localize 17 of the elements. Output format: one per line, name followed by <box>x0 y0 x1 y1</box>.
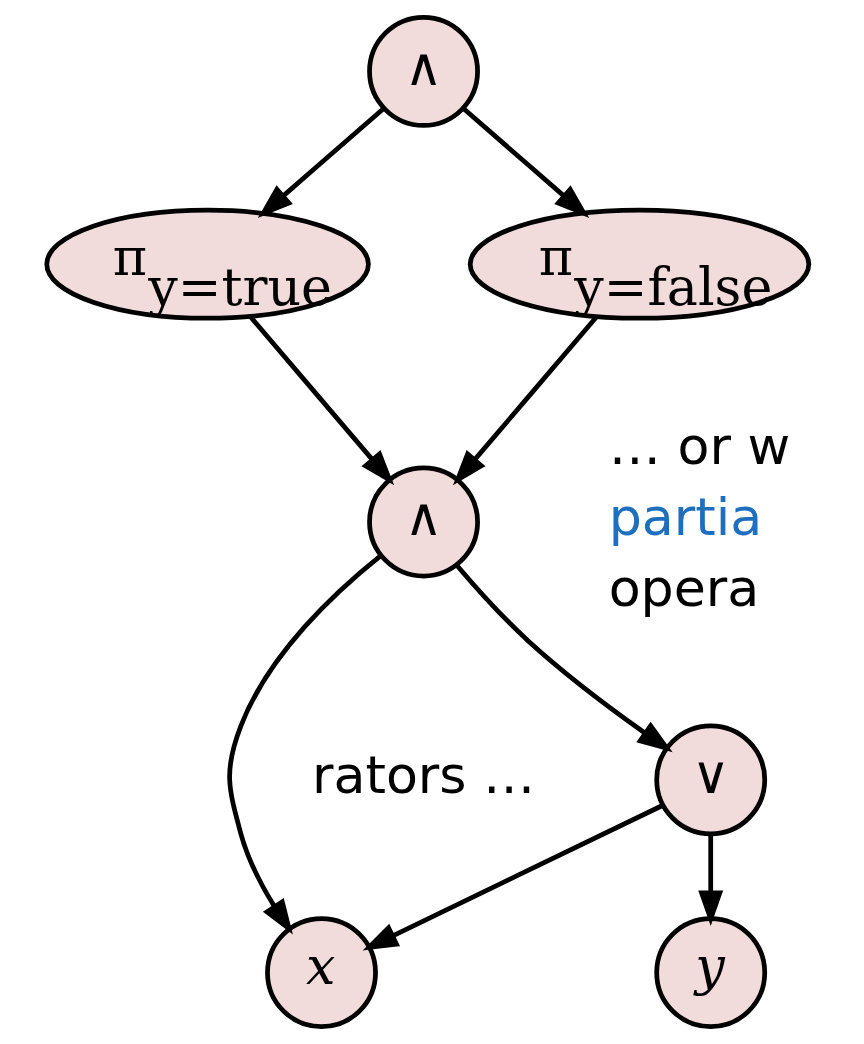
node-circle: y <box>654 916 768 1029</box>
arrow <box>452 315 599 486</box>
node-circle: ∧ <box>367 15 480 128</box>
label: rators … <box>312 745 536 806</box>
node-circle: x <box>265 916 378 1029</box>
arrow <box>362 803 665 951</box>
arrow <box>227 553 383 935</box>
arrow <box>454 563 673 753</box>
label: opera <box>608 558 760 619</box>
arrow <box>698 833 724 927</box>
node-circle: ∨ <box>654 723 768 837</box>
arrow <box>257 106 386 219</box>
arrow <box>461 106 590 219</box>
arrow <box>248 315 395 486</box>
label: … or w <box>608 416 791 477</box>
node-circle: ∧ <box>367 465 480 579</box>
label: partia <box>608 487 763 548</box>
